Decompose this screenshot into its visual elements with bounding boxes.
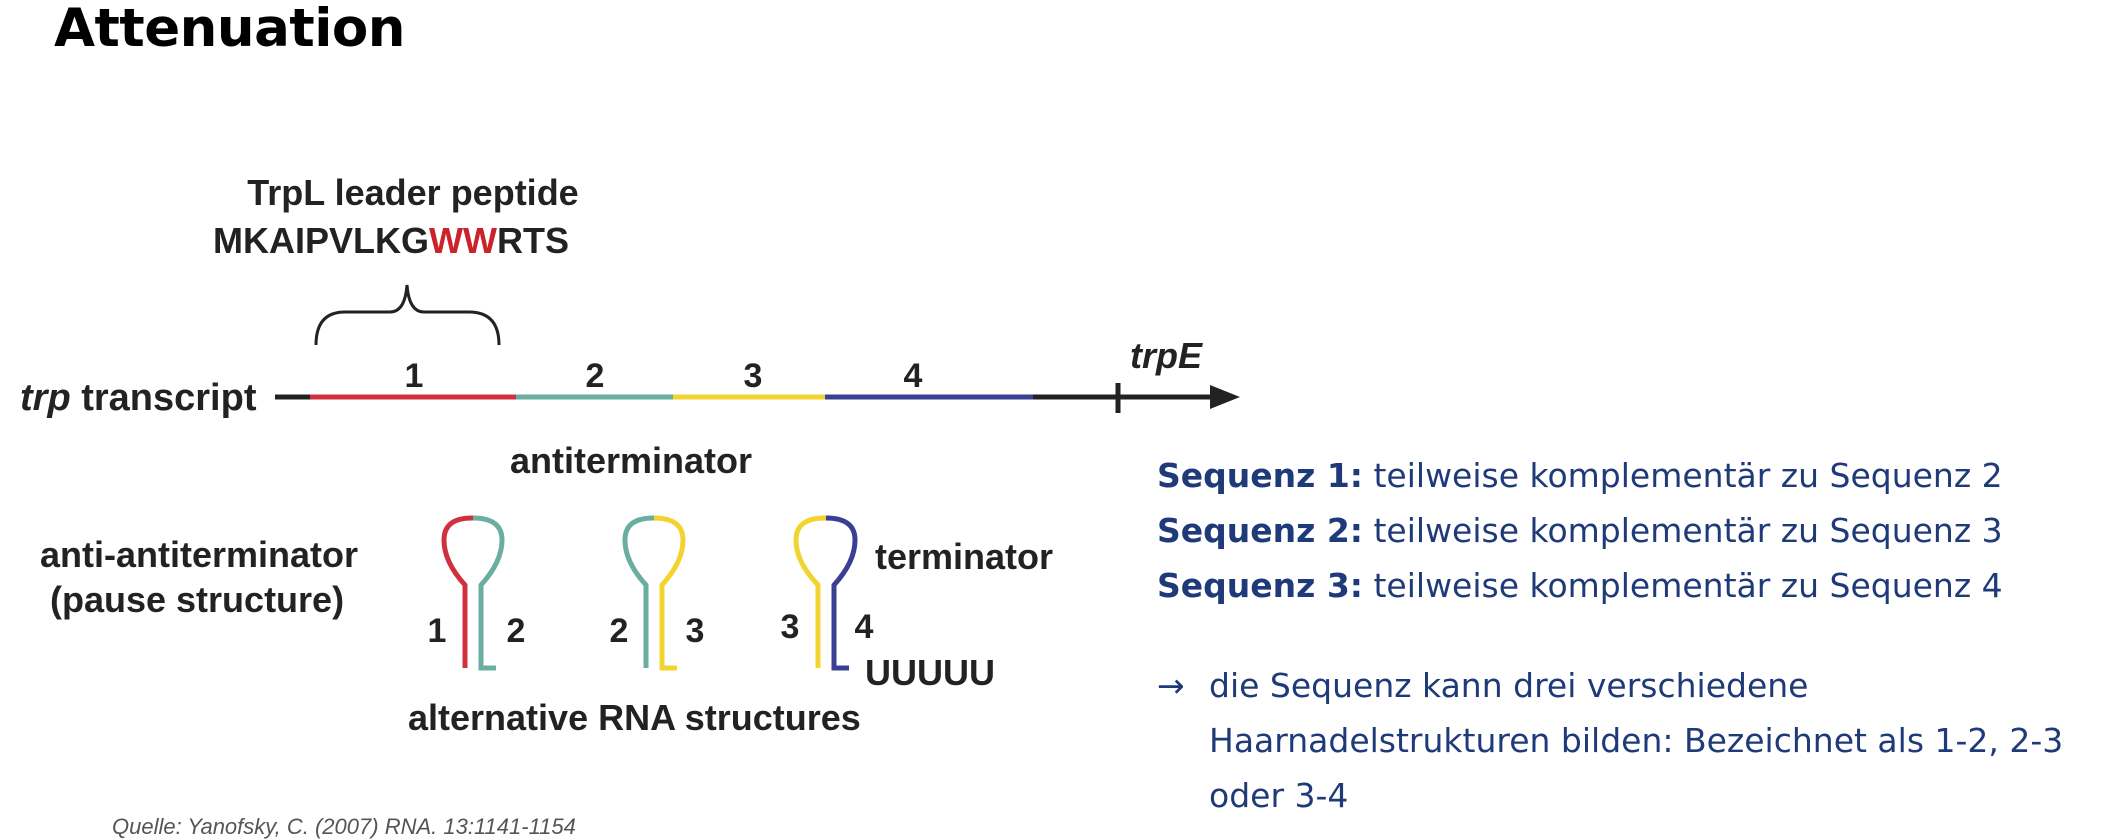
anti-antiterminator-label: anti-antiterminator (40, 534, 358, 575)
note-sequence-3: Sequenz 3: teilweise komplementär zu Seq… (1157, 558, 2003, 613)
segment-number-3: 3 (744, 357, 763, 395)
peptide-sequence-suffix: RTS (497, 220, 569, 261)
hairpin-2-3-left-label: 2 (610, 612, 629, 650)
segment-number-4: 4 (904, 357, 923, 395)
peptide-sequence-highlight: WW (429, 220, 497, 261)
transcript-label-rest: transcript (71, 377, 257, 419)
trpe-label: trpE (1130, 335, 1203, 376)
hairpin-3-4-left-label: 3 (781, 608, 800, 646)
alternative-structures-label: alternative RNA structures (408, 697, 861, 738)
hairpin-2-3-right-label: 3 (686, 612, 705, 650)
slide-title: Attenuation (54, 0, 406, 59)
hairpin-2-3-left-strand (622, 515, 654, 668)
source-citation: Quelle: Yanofsky, C. (2007) RNA. 13:1141… (112, 814, 576, 839)
terminator-label: terminator (875, 536, 1053, 577)
hairpin-3-4-right-strand (825, 515, 858, 671)
note-text: teilweise komplementär zu Sequenz 2 (1363, 456, 2003, 495)
note-sequence-1: Sequenz 1: teilweise komplementär zu Seq… (1157, 448, 2003, 503)
arrow-right-icon: → (1157, 666, 1185, 705)
conclusion: → die Sequenz kann drei verschiedene Haa… (1157, 658, 2089, 823)
antiterminator-label: antiterminator (510, 440, 752, 481)
leader-brace (314, 284, 501, 346)
leader-peptide-label: TrpL leader peptide (247, 172, 578, 213)
conclusion-text: die Sequenz kann drei verschiedene Haarn… (1209, 666, 2064, 815)
sequence-notes: Sequenz 1: teilweise komplementär zu Seq… (1157, 448, 2003, 613)
hairpin-2-3-right-strand (653, 515, 686, 671)
attenuation-diagram: TrpL leader peptide MKAIPVLKGWWRTS trp t… (20, 172, 1240, 738)
note-label: Sequenz 2: (1157, 511, 1363, 550)
hairpin-3-4: 3 4 (781, 515, 874, 671)
note-label: Sequenz 1: (1157, 456, 1363, 495)
note-text: teilweise komplementär zu Sequenz 3 (1363, 511, 2003, 550)
peptide-sequence-prefix: MKAIPVLKG (213, 220, 429, 261)
transcript-arrowhead (1210, 385, 1240, 409)
hairpin-3-4-left-strand (793, 515, 826, 668)
hairpin-2-3: 2 3 (610, 515, 705, 671)
note-sequence-2: Sequenz 2: teilweise komplementär zu Seq… (1157, 503, 2003, 558)
hairpin-3-4-right-label: 4 (855, 608, 874, 646)
hairpin-1-2: 1 2 (428, 515, 526, 671)
hairpin-1-2-left-strand (441, 515, 473, 668)
note-label: Sequenz 3: (1157, 566, 1363, 605)
poly-u-label: UUUUU (865, 652, 995, 693)
transcript-label-italic: trp (20, 377, 71, 419)
transcript-label: trp transcript (20, 377, 257, 419)
hairpin-1-2-left-label: 1 (428, 612, 447, 650)
hairpin-1-2-right-label: 2 (507, 612, 526, 650)
segment-number-1: 1 (405, 357, 424, 395)
pause-structure-label: (pause structure) (50, 579, 344, 620)
peptide-sequence: MKAIPVLKGWWRTS (213, 220, 569, 261)
note-text: teilweise komplementär zu Sequenz 4 (1363, 566, 2003, 605)
segment-number-2: 2 (586, 357, 605, 395)
hairpin-1-2-right-strand (472, 515, 505, 671)
